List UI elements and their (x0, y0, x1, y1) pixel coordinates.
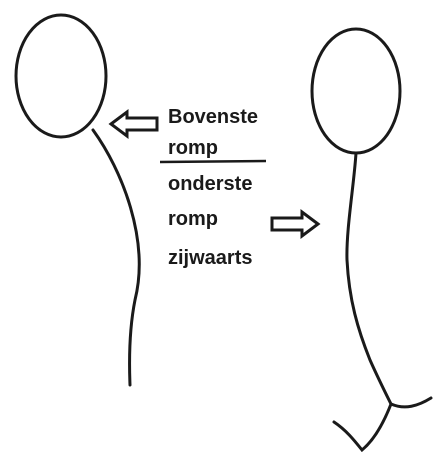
right-figure-spine (347, 153, 391, 404)
label-upper-line1: Bovenste (168, 106, 258, 128)
label-lower-line3: zijwaarts (168, 247, 252, 269)
right-figure-leg-left (334, 404, 391, 450)
right-figure-head (312, 29, 400, 153)
label-lower-line2: romp (168, 208, 218, 230)
label-lower-line1: onderste (168, 173, 252, 195)
left-figure-spine (93, 130, 139, 385)
right-figure-leg-right (391, 398, 431, 407)
outline-arrow-left-icon (111, 112, 157, 136)
outline-arrow-right-icon (272, 212, 318, 236)
label-upper-line2: romp (168, 137, 218, 159)
left-figure-head (16, 15, 106, 137)
label-separator-line (160, 161, 266, 162)
